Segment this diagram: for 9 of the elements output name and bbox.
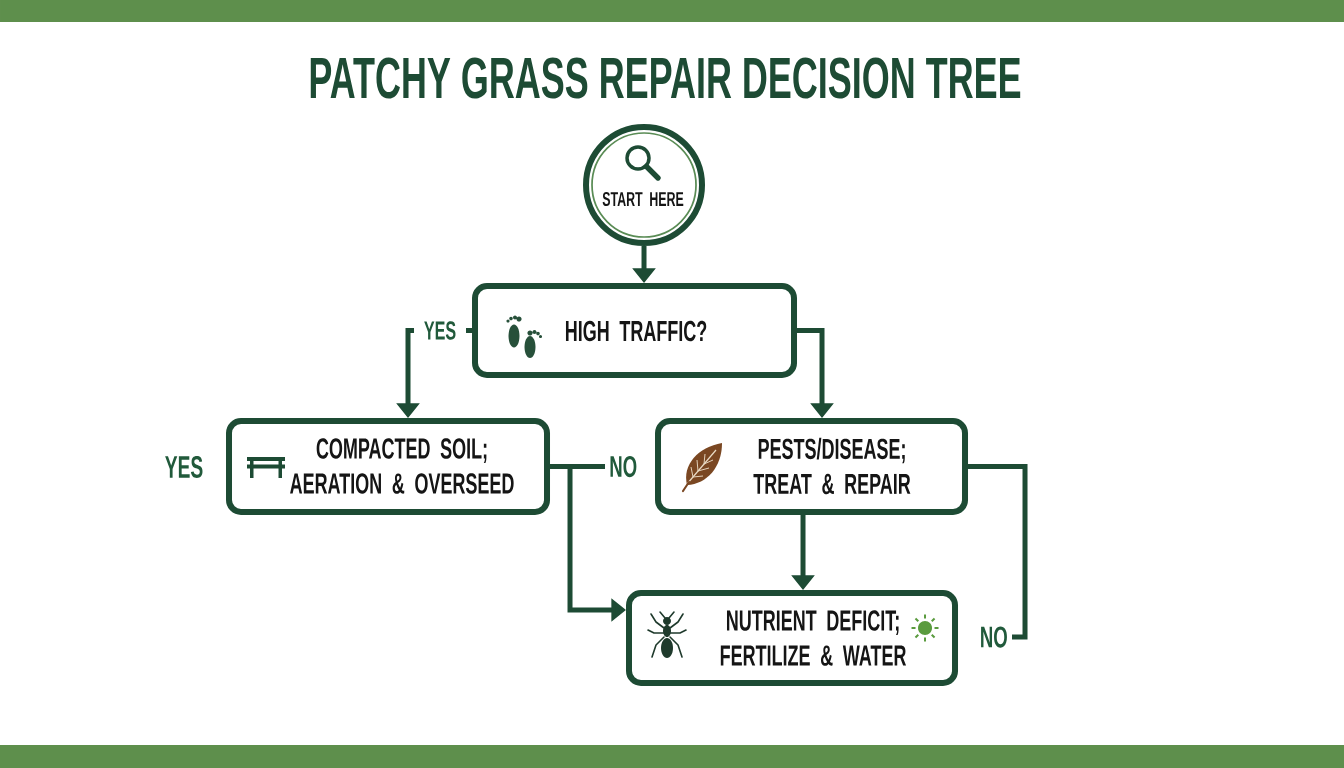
title: PATCHY GRASS REPAIR DECISION TREE: [310, 57, 1021, 99]
edge-label: NO: [607, 453, 640, 480]
edge-label: YES: [414, 319, 466, 342]
outcome-box: NUTRIENT DEFICIT; FERTILIZE & WATER: [626, 590, 958, 686]
outcome-box: PESTS/DISEASE; TREAT & REPAIR: [655, 418, 968, 515]
edge-label: NO: [977, 624, 1010, 650]
decision-box: HIGH TRAFFIC?: [472, 283, 797, 378]
branch-label: YES: [165, 456, 203, 478]
outcome-box: COMPACTED SOIL; AERATION & OVERSEED: [226, 418, 550, 515]
